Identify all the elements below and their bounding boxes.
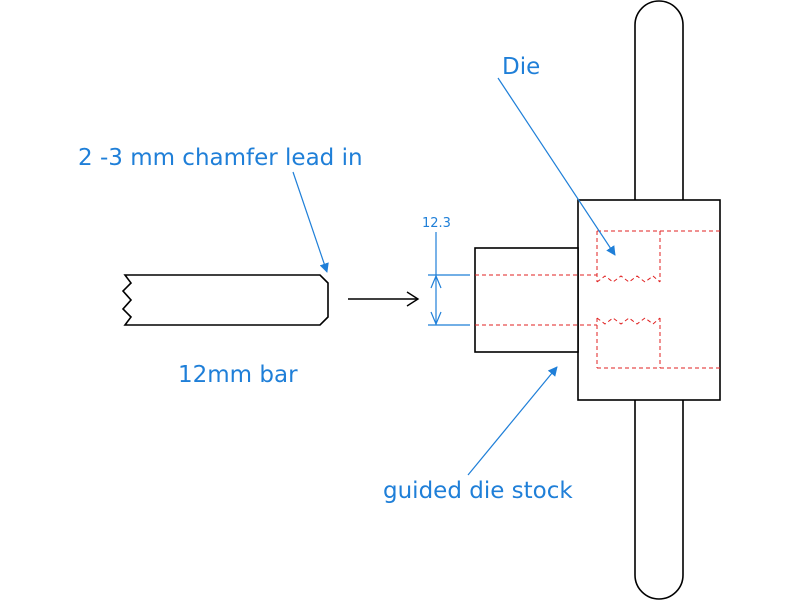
handle-outline	[634, 0, 684, 600]
feed-arrow	[348, 291, 420, 307]
die-stock-leader	[467, 366, 558, 476]
hidden-lines	[475, 230, 720, 369]
chamfer-label: 2 -3 mm chamfer lead in	[78, 145, 363, 171]
dimension-label: 12.3	[422, 216, 451, 231]
die-leader	[497, 77, 616, 256]
die-stock-label: guided die stock	[383, 478, 573, 504]
die-label: Die	[502, 54, 540, 80]
die-stock-block	[577, 199, 721, 401]
chamfer-leader	[292, 171, 329, 273]
bar-outline	[121, 274, 329, 326]
dimension-lines	[428, 232, 470, 326]
guide-sleeve	[474, 247, 579, 353]
bar-label: 12mm bar	[178, 362, 298, 388]
